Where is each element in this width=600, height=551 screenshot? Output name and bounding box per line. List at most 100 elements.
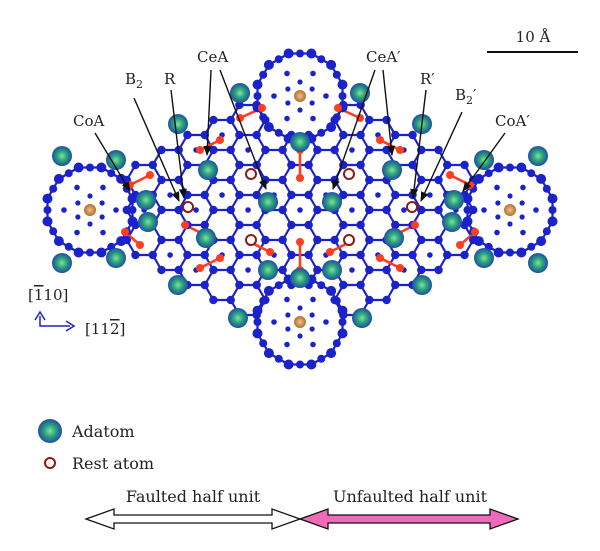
lattice-atom [252, 220, 261, 230]
lattice-atom [391, 190, 400, 200]
lattice-atom [443, 160, 452, 170]
direction-11-2: [112] [85, 320, 125, 338]
adatom [444, 190, 464, 210]
inner-atom [100, 184, 106, 191]
lattice-atom [209, 265, 218, 275]
ring-atom [73, 247, 84, 258]
ring-atom [317, 55, 326, 64]
lattice-atom [157, 205, 166, 215]
site-labels: CoA B2 R CeA CeA′ R′ B2′ CoA′ [73, 48, 530, 130]
lattice-atom [226, 115, 235, 125]
dimer-atom [446, 171, 454, 179]
lattice-atom [382, 145, 391, 155]
dimer-atom [126, 181, 134, 189]
adatom [290, 132, 310, 152]
lattice-atom [408, 160, 417, 170]
label-b2: B2 [125, 70, 143, 91]
ring-atom [317, 354, 326, 363]
adatom [258, 192, 278, 212]
ring-atom [542, 184, 551, 193]
lattice-atom [183, 130, 192, 140]
lattice-atom [382, 265, 391, 275]
lattice-atom [339, 280, 348, 290]
adatom [138, 212, 158, 232]
adatom [412, 275, 432, 295]
ring-atom [548, 206, 557, 214]
lattice-atom [226, 265, 235, 275]
unfaulted-half-unit-arrow [298, 508, 520, 530]
lattice-atom [313, 145, 322, 155]
adatom [528, 146, 548, 166]
lattice-atom [252, 310, 261, 320]
lattice-atom [304, 220, 313, 230]
direction-axes [39, 316, 70, 327]
dimer-atom [411, 221, 419, 229]
lattice-atom [313, 235, 322, 245]
lattice-atom [330, 115, 339, 125]
dimer-atom [396, 146, 404, 154]
ring-atom [338, 92, 347, 100]
lattice-atom [434, 145, 443, 155]
lattice-atom [287, 220, 296, 230]
ring-atom [263, 59, 274, 70]
lattice-atom [157, 175, 166, 185]
lattice-atom [235, 100, 244, 110]
lattice-atom [356, 250, 365, 260]
inner-atom [494, 229, 500, 236]
dimer-atom [258, 104, 266, 112]
inner-atom [61, 207, 67, 213]
dimer-atom [326, 248, 334, 256]
inner-atom [481, 207, 487, 213]
lattice-atom [278, 235, 287, 245]
pointer-b2-prime [420, 111, 463, 202]
ring-atom [73, 162, 84, 173]
ring-atom [252, 79, 263, 90]
dimer-atom [121, 228, 129, 236]
ring-atom [43, 206, 52, 214]
inner-atom [349, 267, 355, 273]
ring-atom [274, 128, 283, 137]
lattice-atom [261, 235, 270, 245]
ring-atom [337, 79, 348, 90]
lattice-atom [313, 265, 322, 275]
lattice-atom [434, 265, 443, 275]
inner-atom [427, 252, 433, 258]
lattice-atom [382, 295, 391, 305]
adatom [352, 308, 372, 328]
lattice-atom [209, 115, 218, 125]
lattice-atom [131, 160, 140, 170]
rest-atom-legend-icon [44, 457, 56, 469]
ring-atom [516, 247, 527, 258]
adatom [474, 248, 494, 268]
inner-atom [323, 93, 329, 99]
inner-atom [74, 184, 80, 191]
ring-atom [42, 193, 53, 204]
lattice-atom [148, 250, 157, 260]
inner-atom [297, 333, 303, 339]
pointer-cea-prime-left [332, 69, 376, 190]
lattice-atom [287, 250, 296, 260]
inner-atom [309, 100, 315, 106]
arrow-right-icon [65, 320, 76, 332]
rest-atom [406, 201, 418, 213]
lattice-atom [356, 220, 365, 230]
lattice-atom [417, 205, 426, 215]
lattice-atom [330, 295, 339, 305]
ring-atom [296, 49, 304, 58]
lattice-atom [200, 280, 209, 290]
lattice-atom [226, 235, 235, 245]
pointer-coa-prime [462, 132, 506, 192]
lattice-atom [226, 175, 235, 185]
lattice-atom [460, 160, 469, 170]
ring-atom [49, 227, 58, 236]
label-coa-prime: CoA′ [495, 112, 530, 130]
inner-atom [309, 312, 315, 318]
ring-atom [332, 70, 341, 79]
inner-atom [284, 296, 290, 303]
inner-atom [349, 147, 355, 153]
inner-atom [507, 221, 513, 227]
ring-atom [253, 318, 262, 326]
lattice-atom [235, 250, 244, 260]
lattice-atom [460, 220, 469, 230]
ring-atom [296, 360, 304, 369]
